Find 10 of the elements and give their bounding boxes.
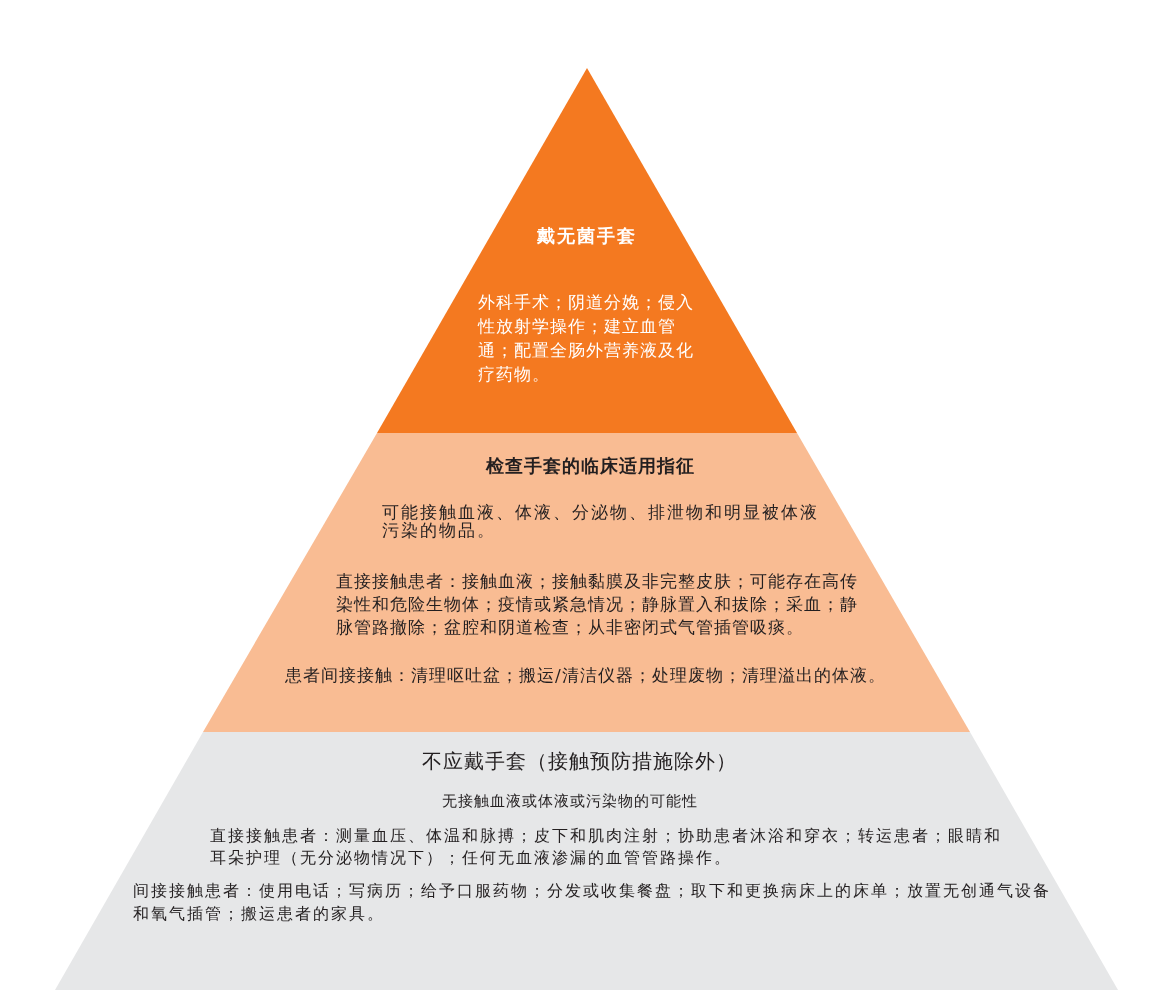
tier-title: 不应戴手套（接触预防措施除外） <box>420 748 738 775</box>
tier-text: 直接接触患者：测量血压、体温和脉搏；皮下和肌肉注射；协助患者沐浴和穿衣；转运患者；眼睛和耳朵护理（无分泌物情况下）；任何无血液渗漏的血管管路操作。 <box>210 825 1003 869</box>
tier-title: 戴无菌手套 <box>536 224 638 248</box>
tier-text: 患者间接接触：清理呕吐盆；搬运/清洁仪器；处理废物；清理溢出的体液。 <box>285 664 887 687</box>
tier-text: 无接触血液或体液或污染物的可能性 <box>441 791 699 812</box>
tier-title: 检查手套的临床适用指征 <box>484 454 696 478</box>
tier-text: 直接接触患者：接触血液；接触黏膜及非完整皮肤；可能存在高传染性和危险生物体；疫情或紧急情况；静脉置入和拔除；采血；静脉管路撤除；盆腔和阴道检查；从非密闭式气管插管吸痰。 <box>336 570 859 639</box>
tier-text: 可能接触血液、体液、分泌物、排泄物和明显被体液污染的物品。 <box>382 503 820 539</box>
tier-text: 外科手术；阴道分娩；侵入性放射学操作；建立血管通；配置全肠外营养液及化疗药物。 <box>478 291 695 386</box>
tier-text: 间接接触患者：使用电话；写病历；给予口服药物；分发或收集餐盘；取下和更换病床上的床单；放置无创通气设备和氧气插管；搬运患者的家具。 <box>133 880 1052 925</box>
